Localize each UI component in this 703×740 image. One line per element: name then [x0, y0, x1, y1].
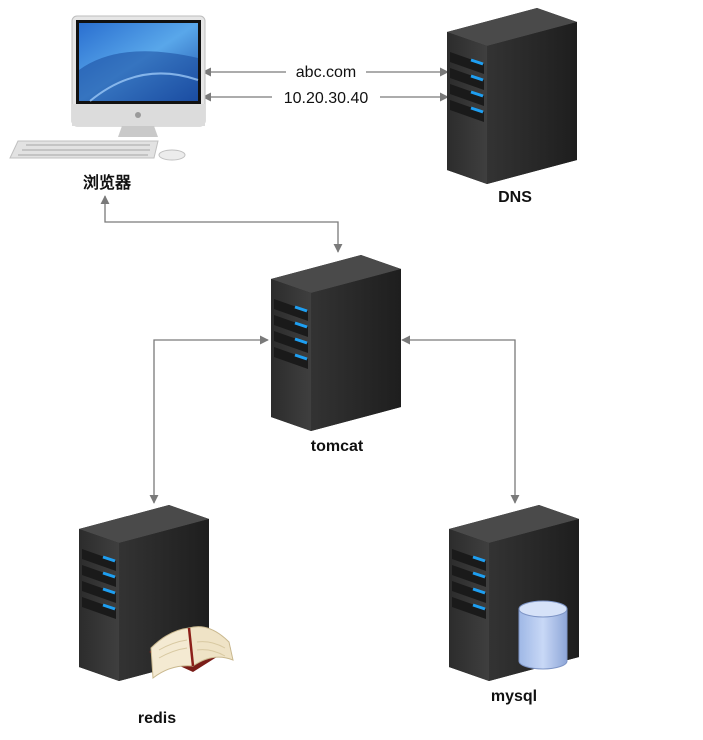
- tomcat-server-node: tomcat: [271, 255, 401, 455]
- edge-label-ip: 10.20.30.40: [284, 90, 369, 107]
- server-icon: [447, 8, 577, 184]
- redis-label: redis: [138, 710, 176, 727]
- edge-label-bg-top: [286, 62, 366, 80]
- drive-bays: [82, 549, 116, 619]
- mysql-label: mysql: [491, 688, 537, 705]
- redis-server-node: redis: [79, 505, 234, 727]
- tomcat-label: tomcat: [311, 438, 364, 455]
- drive-bays: [452, 549, 486, 619]
- drive-bays: [450, 52, 484, 122]
- server-icon: [271, 255, 401, 431]
- dns-server-node: DNS: [447, 8, 577, 206]
- database-cylinder-icon: [518, 600, 568, 670]
- connector-browser-tomcat: [100, 195, 343, 253]
- edge-label-domain: abc.com: [296, 64, 356, 81]
- drive-bays: [274, 299, 308, 369]
- mysql-server-node: mysql: [449, 505, 579, 705]
- connector-tomcat-redis: [149, 335, 269, 504]
- connector-tomcat-mysql: [401, 335, 520, 504]
- dns-label: DNS: [498, 189, 532, 206]
- book-icon: [149, 626, 234, 679]
- edge-label-bg-bottom: [272, 88, 380, 106]
- computer-icon: [9, 15, 206, 161]
- browser-label: 浏览器: [83, 173, 132, 192]
- browser-node: 浏览器: [9, 15, 206, 192]
